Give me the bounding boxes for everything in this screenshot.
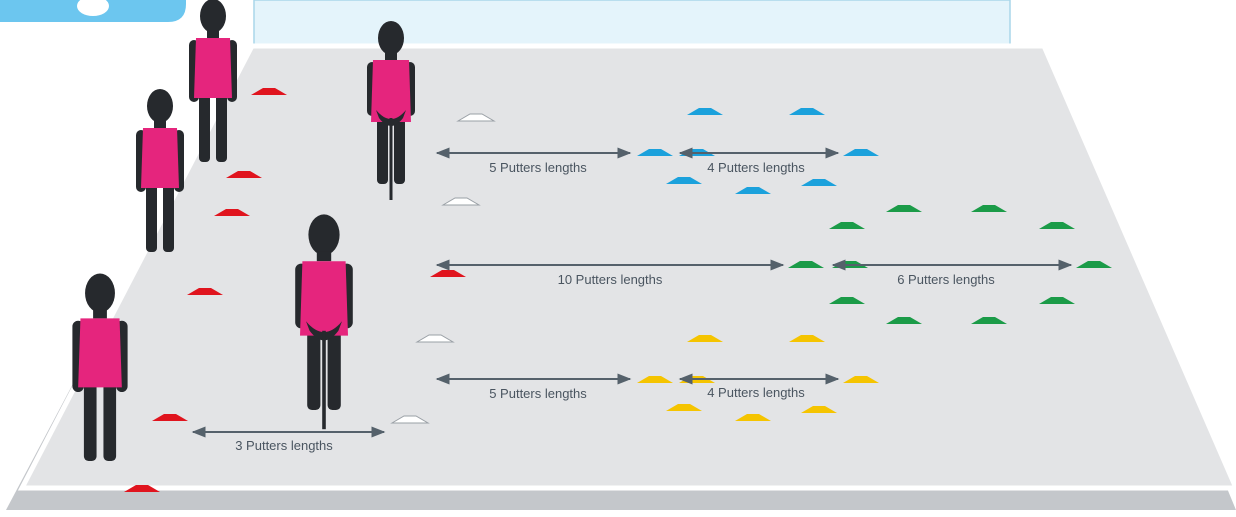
cone-yellow-8 xyxy=(801,406,837,413)
cone-blue-8 xyxy=(801,179,837,186)
cone-red-2 xyxy=(226,171,262,178)
cone-green-9 xyxy=(1039,297,1075,304)
wall-panel xyxy=(253,0,1011,47)
cone-green-1 xyxy=(829,222,865,229)
cone-red-7 xyxy=(124,485,160,492)
cone-green-10 xyxy=(886,317,922,324)
cone-green-5 xyxy=(788,261,824,268)
distance-label-red-green: 10 Putters lengths xyxy=(558,272,663,287)
cone-yellow-6 xyxy=(666,404,702,411)
cone-red-3 xyxy=(214,209,250,216)
distance-label-blue-b: 4 Putters lengths xyxy=(707,160,805,175)
cone-red-1 xyxy=(251,88,287,95)
cone-blue-3 xyxy=(637,149,673,156)
cone-white-1 xyxy=(456,113,496,122)
cone-red-5 xyxy=(187,288,223,295)
cone-white-2 xyxy=(441,197,481,206)
cone-white-3 xyxy=(415,334,455,343)
cone-blue-7 xyxy=(735,187,771,194)
cone-blue-6 xyxy=(666,177,702,184)
distance-arrows xyxy=(191,147,1073,438)
cone-blue-1 xyxy=(687,108,723,115)
badge-dot xyxy=(77,0,109,16)
cone-yellow-2 xyxy=(789,335,825,342)
cone-green-7 xyxy=(1076,261,1112,268)
cone-white-4 xyxy=(390,415,430,424)
distance-label-start: 3 Putters lengths xyxy=(235,438,333,453)
cone-green-8 xyxy=(829,297,865,304)
cone-yellow-3 xyxy=(637,376,673,383)
cone-red-4 xyxy=(430,270,466,277)
cone-yellow-7 xyxy=(735,414,771,421)
distance-label-blue-a: 5 Putters lengths xyxy=(489,160,587,175)
cone-green-4 xyxy=(1039,222,1075,229)
cone-green-11 xyxy=(971,317,1007,324)
cone-blue-2 xyxy=(789,108,825,115)
cone-yellow-1 xyxy=(687,335,723,342)
distance-label-green-b: 6 Putters lengths xyxy=(897,272,995,287)
cone-yellow-5 xyxy=(843,376,879,383)
cones-layer xyxy=(124,88,1112,492)
cone-green-3 xyxy=(971,205,1007,212)
distance-label-yellow-a: 5 Putters lengths xyxy=(489,386,587,401)
distance-label-yellow-b: 4 Putters lengths xyxy=(707,385,805,400)
cone-blue-5 xyxy=(843,149,879,156)
cone-red-6 xyxy=(152,414,188,421)
cone-green-2 xyxy=(886,205,922,212)
